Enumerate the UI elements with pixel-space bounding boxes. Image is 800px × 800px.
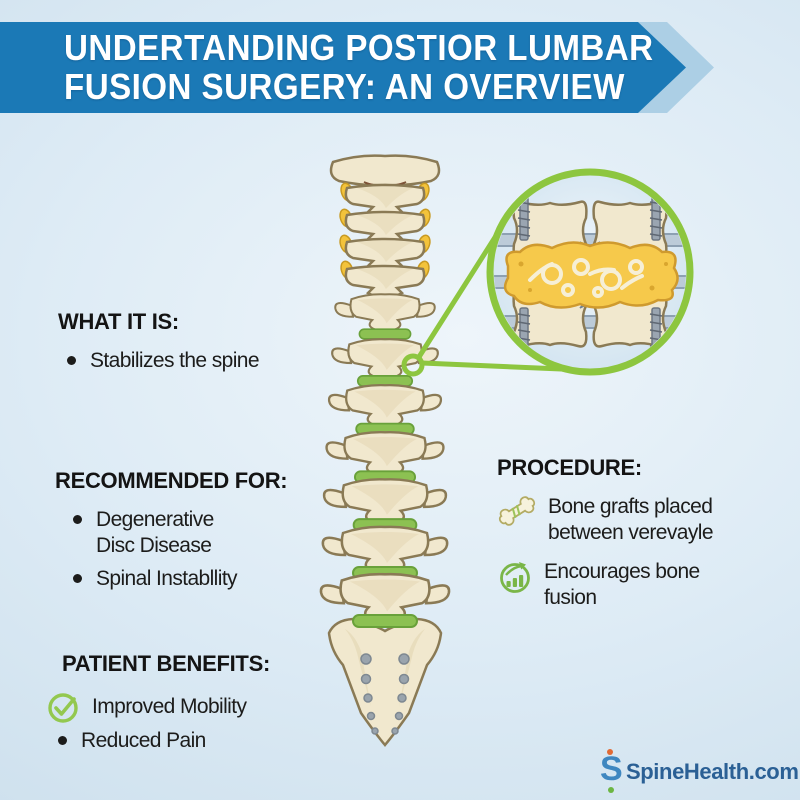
list-item: Reduced Pain [45, 728, 325, 754]
list-item: Spinal Instabllity [55, 566, 305, 592]
list-item: Bone grafts placed between verevayle [497, 494, 767, 546]
logo-dot-green [608, 787, 614, 793]
list-item: Stabilizes the spine [58, 348, 298, 374]
section-heading: PROCEDURE: [497, 455, 642, 480]
section-patient-benefits: PATIENT BENEFITS: Improved Mobility Redu… [45, 651, 325, 754]
spine-illustration [319, 154, 694, 747]
magnifier-detail-circle [486, 168, 694, 376]
page-title-line-2: FUSION SURGERY: AN OVERVIEW [64, 66, 625, 107]
bullet-dot [73, 574, 82, 583]
spine-column [319, 154, 451, 747]
section-heading: WHAT IT IS: [58, 309, 179, 334]
sacrum [327, 617, 443, 747]
section-recommended-for: RECOMMENDED FOR: Degenerative Disc Disea… [55, 468, 305, 592]
logo-s-mark: S [600, 748, 626, 793]
page-title: UNDERTANDING POSTIOR LUMBAR FUSION SURGE… [64, 28, 705, 106]
callout-ring [401, 353, 425, 377]
list-item: Improved Mobility [45, 689, 325, 725]
bone-icon [497, 494, 537, 528]
check-circle-icon [45, 689, 81, 725]
section-heading: RECOMMENDED FOR: [55, 468, 288, 493]
bullet-dot [58, 736, 67, 745]
logo-text: SpineHealth.com [626, 759, 799, 784]
section-what-it-is: WHAT IT IS: Stabilizes the spine [58, 309, 298, 374]
bullet-dot [67, 356, 76, 365]
section-procedure: PROCEDURE: Bone grafts placed between ve… [497, 455, 767, 611]
section-heading: PATIENT BENEFITS: [62, 651, 270, 676]
bullet-dot [73, 515, 82, 524]
spinehealth-logo: S SpineHealth.com [600, 748, 799, 793]
page-title-line-1: UNDERTANDING POSTIOR LUMBAR [64, 27, 654, 68]
bone-growth-icon [497, 559, 533, 595]
logo-dot-orange [607, 749, 613, 755]
list-item: Degenerative Disc Disease [55, 507, 305, 559]
header-banner [0, 22, 686, 113]
list-item: Encourages bone fusion [497, 559, 767, 611]
